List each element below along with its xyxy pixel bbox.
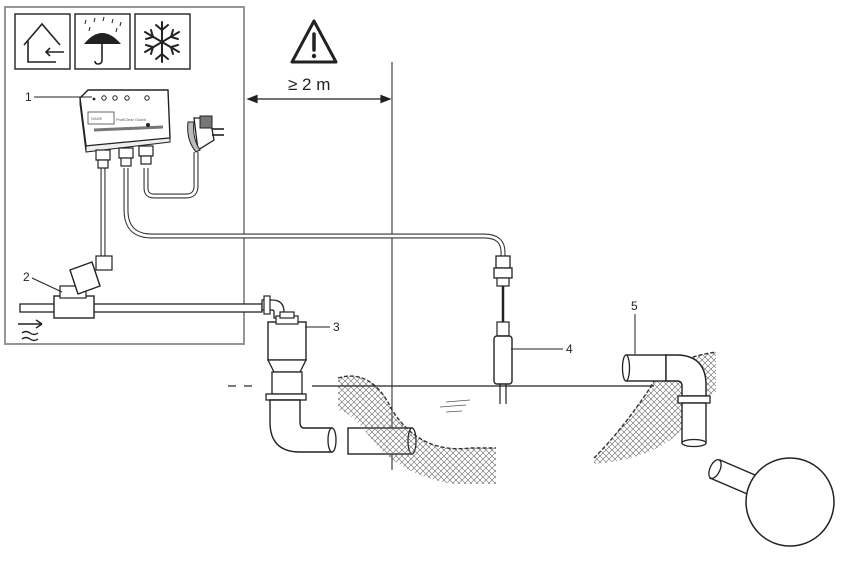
pump-tank (745, 457, 835, 547)
water-ripples (439, 399, 471, 413)
callout-5: 5 (631, 299, 638, 313)
umbrella-rain-icon (74, 13, 131, 70)
indoor-area-frame (4, 6, 245, 345)
callout-1: 1 (25, 90, 32, 104)
inlet-pipe (19, 295, 285, 319)
device-product: ProfiClear Guard (116, 117, 146, 122)
cable-gland (493, 255, 513, 322)
filter-unit (266, 311, 308, 373)
pond-bank-left (337, 375, 496, 484)
distance-label: ≥ 2 m (288, 75, 330, 94)
house-indoor-icon (14, 13, 71, 70)
solenoid-valve (53, 255, 113, 319)
return-pipe (621, 354, 711, 448)
water-flow-icon (18, 319, 43, 342)
callout-4: 4 (566, 342, 573, 356)
device-brand: OASE (91, 116, 102, 121)
power-cable (143, 152, 199, 199)
sensor-cable (123, 168, 506, 268)
snowflake-frost-icon (134, 13, 191, 70)
warning-triangle-icon (290, 19, 338, 64)
control-unit: OASE ProfiClear Guard (79, 89, 171, 169)
leader-2 (31, 277, 63, 293)
callout-3: 3 (333, 320, 340, 334)
callout-2: 2 (23, 270, 30, 284)
sensor (493, 321, 513, 404)
distance-arrow (246, 94, 392, 104)
power-plug (187, 115, 224, 153)
